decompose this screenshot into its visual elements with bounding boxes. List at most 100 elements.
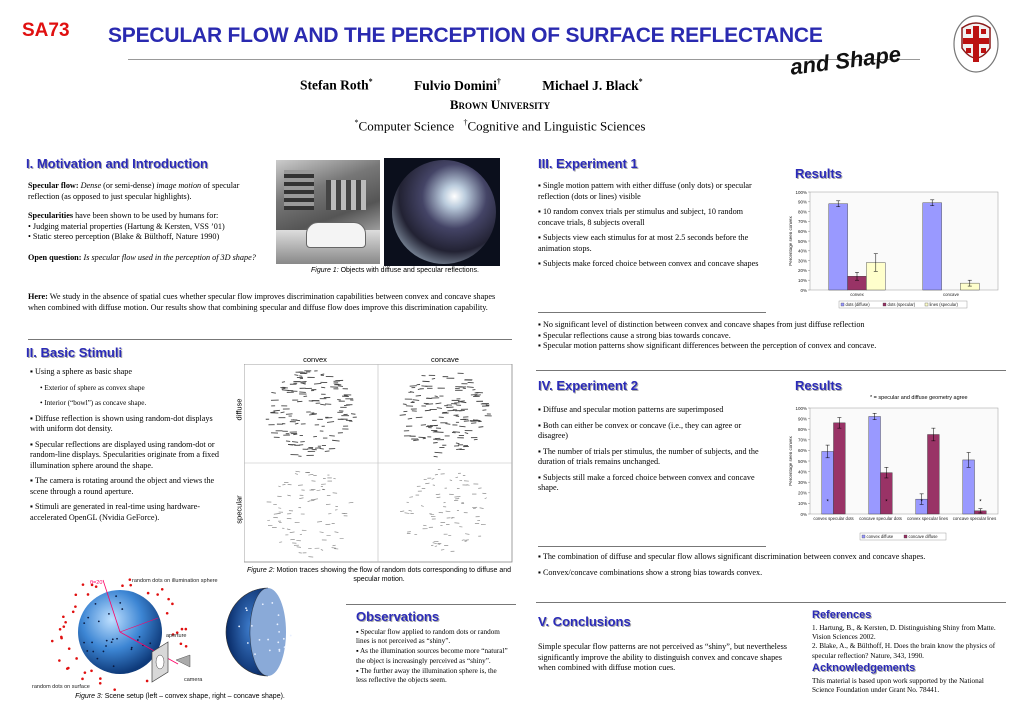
surface-dot [136, 639, 139, 641]
surface-dot [278, 650, 281, 652]
motion-trace [273, 513, 279, 515]
observations-bullets: ▪ Specular flow applied to random dots o… [356, 628, 508, 685]
illumination-dot [180, 627, 184, 631]
figure-2-caption: Figure 2: Motion traces showing the flow… [246, 567, 512, 583]
illumination-dot [171, 602, 174, 606]
surface-dot [86, 650, 89, 652]
motion-trace [409, 391, 415, 393]
legend-swatch [903, 534, 908, 539]
grid-col-concave: concave [431, 355, 459, 364]
motion-trace [311, 448, 317, 451]
legend-label: dots (diffuse) [846, 302, 871, 307]
y-tick-label: 70% [798, 219, 807, 224]
y-tick-label: 80% [798, 427, 807, 432]
motion-trace [421, 385, 428, 387]
surface-dot [83, 622, 86, 625]
illumination-dot [58, 659, 61, 662]
illumination-dot [99, 677, 102, 680]
observations-rule [346, 604, 516, 605]
y-tick-label: 90% [798, 416, 807, 421]
motion-trace [482, 409, 487, 411]
legend-label: concave diffuse [909, 534, 939, 539]
section-2-bullets: ▪ Using a sphere as basic shape • Exteri… [30, 367, 219, 522]
illumination-dot [145, 679, 149, 683]
surface-dot [149, 642, 152, 645]
motion-trace [299, 375, 303, 377]
section-divider [28, 339, 512, 340]
illumination-dot [129, 583, 133, 587]
motion-trace [326, 421, 335, 423]
grid-row-diffuse: diffuse [234, 398, 244, 421]
surface-dot [238, 625, 241, 628]
motion-trace [273, 516, 278, 519]
university-crest-icon [953, 15, 999, 73]
motion-trace [435, 402, 442, 405]
motion-trace [400, 510, 405, 512]
figure-1-photo-building [276, 160, 380, 264]
motion-trace [292, 419, 301, 422]
angle-label: θ=20 [90, 580, 102, 586]
motion-trace [471, 422, 477, 424]
illumination-dot [184, 627, 188, 631]
motion-trace [411, 401, 415, 403]
motion-trace [302, 382, 306, 385]
illumination-dot [62, 625, 66, 628]
poster-title: SPECULAR FLOW AND THE PERCEPTION OF SURF… [108, 24, 823, 47]
motion-trace [459, 425, 466, 428]
illumination-dot [81, 677, 84, 681]
motion-trace [407, 417, 413, 420]
surface-dot [130, 648, 133, 651]
y-tick-label: 0% [800, 512, 807, 517]
section-1-title: I. Motivation and Introduction [26, 156, 208, 171]
motion-trace [299, 391, 306, 393]
surface-dot [245, 607, 247, 610]
surface-dot [276, 623, 279, 626]
agree-mark: * [826, 499, 829, 505]
motion-trace [479, 507, 484, 509]
illumination-dot [50, 639, 54, 643]
surface-dot [119, 601, 122, 604]
motion-trace [402, 403, 407, 405]
section-1-text: Specular flow: Dense (or semi-dense) ima… [28, 181, 256, 262]
motion-trace [281, 387, 286, 390]
agree-mark: * [979, 499, 982, 505]
y-tick-label: 100% [795, 190, 807, 195]
motion-trace [474, 394, 481, 397]
bar [922, 202, 942, 291]
motion-trace [464, 432, 469, 435]
motion-trace [425, 403, 434, 405]
motion-trace [350, 413, 356, 415]
surface-dot [289, 634, 292, 637]
section-2-title: II. Basic Stimuli [26, 345, 123, 360]
poster-badge: SA73 [22, 20, 70, 41]
legend-swatch [840, 302, 845, 307]
motion-trace [313, 383, 322, 385]
illumination-dot [160, 587, 164, 591]
surface-dot [87, 616, 90, 619]
motion-trace [329, 435, 335, 437]
illumination-dot [175, 631, 179, 634]
motion-trace [415, 395, 422, 397]
legend-swatch [861, 534, 866, 539]
illumination-dot [184, 644, 188, 648]
motion-trace [451, 403, 457, 405]
legend-swatch [882, 302, 887, 307]
surface-dot [96, 657, 99, 660]
surface-dot [111, 638, 114, 641]
y-tick-label: 60% [798, 229, 807, 234]
illumination-dot [67, 647, 71, 650]
illumination-dot [81, 583, 85, 586]
x-category-label: concave specular lines [953, 516, 996, 521]
surface-dot [121, 608, 124, 610]
motion-trace [445, 423, 451, 425]
motion-trace [273, 409, 280, 412]
motion-trace [404, 512, 410, 514]
motion-trace [319, 531, 324, 533]
surface-dot [110, 641, 113, 644]
section-5-title: V. Conclusions [538, 614, 631, 629]
university-name: Brown University [449, 97, 551, 112]
motion-trace [465, 533, 470, 535]
surface-dot [138, 635, 141, 638]
motion-trace [294, 473, 298, 475]
motion-trace [455, 415, 460, 417]
